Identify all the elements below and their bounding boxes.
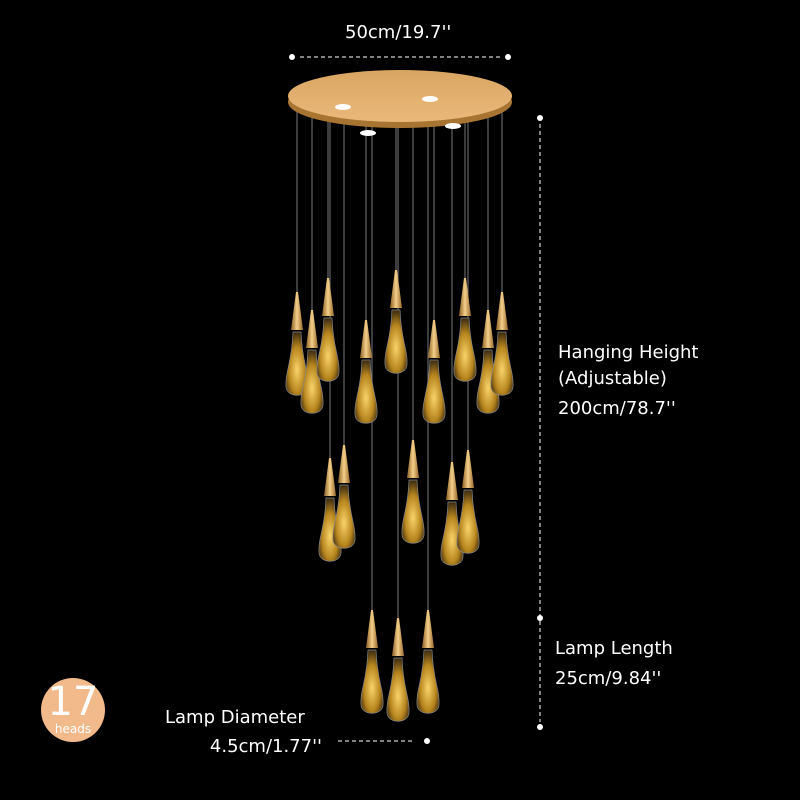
- spotlight-icon: [335, 104, 351, 110]
- canopy-width-label: 50cm/19.7'': [345, 22, 452, 43]
- pendant-lamp: [490, 292, 514, 396]
- pendant-lamp: [332, 445, 356, 549]
- spotlight-icon: [445, 123, 461, 129]
- pendant-lamp: [285, 292, 309, 396]
- spotlight-icon: [422, 96, 438, 102]
- lamp-diameter-value: 4.5cm/1.77'': [209, 736, 322, 757]
- lamp-length-label: Lamp Length: [555, 638, 673, 659]
- head-count: 17: [47, 679, 99, 725]
- lamp-length-value: 25cm/9.84'': [555, 668, 662, 689]
- suspension-cables: [296, 110, 503, 618]
- pendant-lamp: [316, 278, 340, 382]
- pendant-lamp: [456, 450, 480, 554]
- hanging-height-value: 200cm/78.7'': [558, 398, 676, 419]
- pendant-lamp: [360, 610, 384, 714]
- dimension-lines: [289, 54, 543, 744]
- pendant-lamp: [384, 270, 408, 374]
- pendant-lamp: [354, 320, 378, 424]
- pendant-lamp: [416, 610, 440, 714]
- spotlight-icon: [360, 130, 376, 136]
- hanging-height-note: (Adjustable): [558, 368, 667, 389]
- hanging-height-label: Hanging Height: [558, 342, 699, 363]
- head-count-unit: heads: [54, 722, 92, 736]
- pendant-lamp: [453, 278, 477, 382]
- lamp-diameter-label: Lamp Diameter: [165, 707, 305, 728]
- canopy: [288, 70, 512, 136]
- head-count-badge: 17 heads: [41, 678, 105, 742]
- pendant-lamp: [386, 618, 410, 722]
- pendant-lamp: [422, 320, 446, 424]
- pendant-group: [285, 270, 514, 722]
- pendant-lamp: [401, 440, 425, 544]
